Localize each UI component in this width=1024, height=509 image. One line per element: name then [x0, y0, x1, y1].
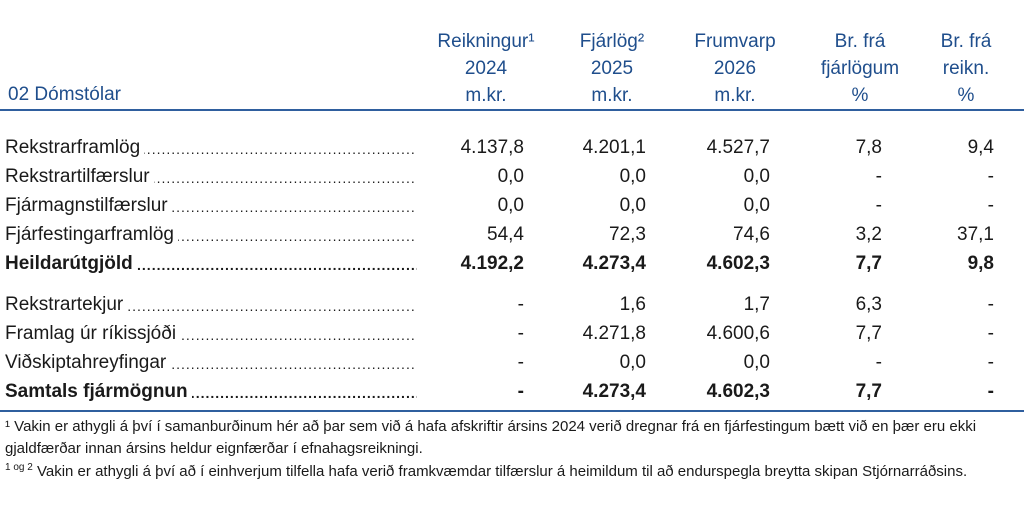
- column-header-frumvarp: Frumvarp 2026 m.kr.: [694, 31, 776, 106]
- footnote-1-text: Vakin er athygli á því í samanburðinum h…: [5, 418, 977, 457]
- cell-value: 4.273,4: [582, 253, 646, 274]
- cell-value: 4.527,7: [706, 137, 770, 158]
- footnote-1-mark: ¹: [5, 418, 10, 435]
- footnote-1: ¹ Vakin er athygli á því í samanburðinum…: [5, 416, 1015, 460]
- cell-value: -: [517, 323, 524, 344]
- table-row: ........................................…: [0, 290, 1024, 319]
- row-label: Rekstrarframlög: [5, 133, 417, 162]
- cell-value: -: [987, 195, 994, 216]
- cell-value: 4.600,6: [706, 323, 770, 344]
- cell-value: 74,6: [733, 224, 770, 245]
- footnote-2: 1 og 2 Vakin er athygli á því að í einhv…: [5, 461, 1015, 483]
- cell-value: 7,8: [855, 137, 882, 158]
- cell-value: 4.602,3: [706, 253, 770, 274]
- cell-value: 4.192,2: [460, 253, 524, 274]
- cell-value: 9,4: [967, 137, 994, 158]
- table-row: ........................................…: [0, 348, 1024, 377]
- table-header: 02 Dómstólar Reikningur¹ 2024 m.kr. Fjár…: [0, 28, 1024, 108]
- cell-value: 1,7: [743, 294, 770, 315]
- cell-value: 0,0: [743, 166, 770, 187]
- cell-value: 0,0: [497, 166, 524, 187]
- table-row: ........................................…: [0, 191, 1024, 220]
- column-header-reikningur: Reikningur¹ 2024 m.kr.: [437, 31, 535, 106]
- column-header-br-fjarlogum: Br. frá fjárlögum %: [820, 31, 900, 106]
- footnote-2-text: Vakin er athygli á því að í einhverjum t…: [36, 463, 968, 480]
- cell-value: 7,7: [855, 323, 882, 344]
- row-label: Framlag úr ríkissjóði: [5, 319, 417, 348]
- cell-value: -: [987, 294, 994, 315]
- cell-value: 4.201,1: [582, 137, 646, 158]
- row-label: Fjármagnstilfærslur: [5, 191, 417, 220]
- cell-value: 4.271,8: [582, 323, 646, 344]
- table-row: ........................................…: [0, 249, 1024, 278]
- cell-value: 7,7: [855, 381, 882, 402]
- row-label: Viðskiptahreyfingar: [5, 348, 417, 377]
- column-header-fjarlog: Fjárlög² 2025 m.kr.: [579, 31, 645, 106]
- cell-value: 54,4: [487, 224, 524, 245]
- cell-value: -: [517, 294, 524, 315]
- cell-value: -: [875, 352, 882, 373]
- table-row: ........................................…: [0, 319, 1024, 348]
- section-title: 02 Dómstólar: [8, 84, 121, 105]
- row-label: Rekstrartilfærslur: [5, 162, 417, 191]
- cell-value: -: [987, 323, 994, 344]
- cell-value: 7,7: [855, 253, 882, 274]
- cell-value: 72,3: [609, 224, 646, 245]
- table-row: ........................................…: [0, 377, 1024, 406]
- cell-value: 4.137,8: [460, 137, 524, 158]
- cell-value: -: [987, 166, 994, 187]
- table-row: ........................................…: [0, 220, 1024, 249]
- footnote-2-mark: 1 og 2: [5, 462, 33, 473]
- row-label: Rekstrartekjur: [5, 290, 417, 319]
- table-row: ........................................…: [0, 133, 1024, 162]
- row-label: Samtals fjármögnun: [5, 377, 417, 406]
- cell-value: -: [875, 195, 882, 216]
- cell-value: 0,0: [743, 195, 770, 216]
- cell-value: 1,6: [619, 294, 646, 315]
- table-bottom-divider: [0, 410, 1024, 412]
- cell-value: 0,0: [619, 166, 646, 187]
- cell-value: 37,1: [957, 224, 994, 245]
- cell-value: -: [517, 381, 524, 402]
- cell-value: 0,0: [619, 195, 646, 216]
- row-label: Heildarútgjöld: [5, 249, 417, 278]
- cell-value: -: [987, 381, 994, 402]
- column-header-br-reikn: Br. frá reikn. %: [940, 31, 992, 106]
- cell-value: -: [517, 352, 524, 373]
- cell-value: 3,2: [855, 224, 882, 245]
- cell-value: 0,0: [743, 352, 770, 373]
- table-row: ........................................…: [0, 162, 1024, 191]
- cell-value: -: [987, 352, 994, 373]
- cell-value: 4.273,4: [582, 381, 646, 402]
- cell-value: 6,3: [855, 294, 882, 315]
- cell-value: 0,0: [497, 195, 524, 216]
- row-label: Fjárfestingarframlög: [5, 220, 417, 249]
- cell-value: 9,8: [967, 253, 994, 274]
- cell-value: 0,0: [619, 352, 646, 373]
- header-divider: [0, 109, 1024, 111]
- cell-value: -: [875, 166, 882, 187]
- cell-value: 4.602,3: [706, 381, 770, 402]
